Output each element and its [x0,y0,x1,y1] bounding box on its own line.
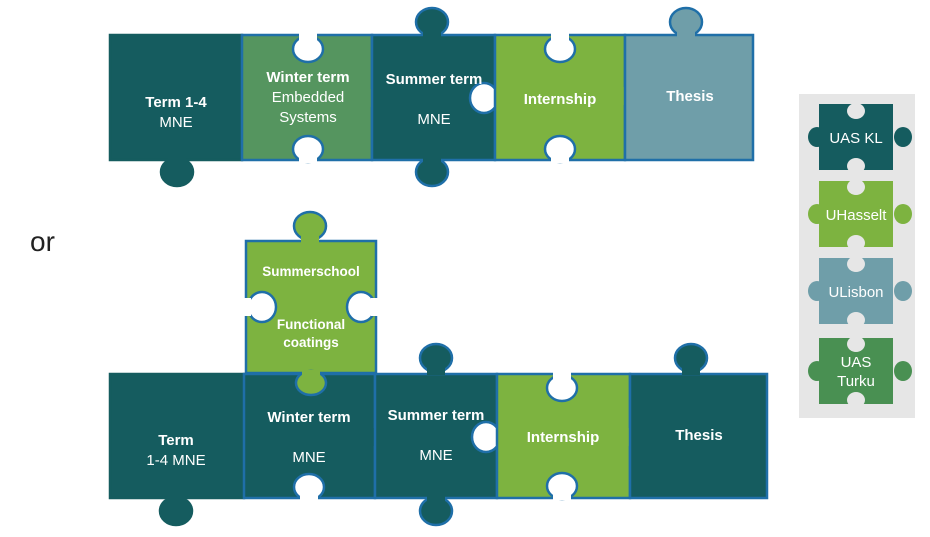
legend-uas-turku-label: UAS [841,354,872,371]
thesis-title: Thesis [666,88,714,105]
summerschool-title: Summerschool [262,264,360,279]
or-label: or [30,226,55,257]
winter-term-row2-line: MNE [292,449,325,466]
summer-term-row2-title: Summer term [388,407,485,424]
legend-uas-kl-label: UAS KL [829,130,882,147]
summerschool-subtitle-line: Functional [277,317,345,332]
summerschool-subtitle-line: coatings [283,335,339,350]
piece-internship-1: Internship [493,33,650,164]
summer-term-row2-line: MNE [419,447,452,464]
legend-uas-kl: UAS KL [808,103,912,174]
piece-term-1-4-row2: Term 1-4 MNE [108,372,248,527]
summer-term-line: MNE [417,111,450,128]
term-row2-line: 1-4 MNE [146,452,205,469]
summer-term-title: Summer term [386,71,483,88]
piece-thesis-1: Thesis [623,6,755,162]
term-1-4-title: Term 1-4 [145,94,207,111]
piece-thesis-2: Thesis [628,342,769,500]
winter-term-row2-title: Winter term [267,409,350,426]
winter-term-line: Embedded [272,89,345,106]
thesis-row2-title: Thesis [675,427,723,444]
legend-uhasselt: UHasselt [808,179,912,251]
internship-title: Internship [524,91,597,108]
legend-uas-turku-label: Turku [837,373,875,390]
term-row2-title: Term [158,432,194,449]
legend-ulisbon-label: ULisbon [828,284,883,301]
term-1-4-line: MNE [159,114,192,131]
winter-term-line: Systems [279,109,337,126]
winter-term-title: Winter term [266,69,349,86]
legend-ulisbon: ULisbon [808,256,912,328]
internship-row2-title: Internship [527,429,600,446]
legend-uhasselt-label: UHasselt [826,207,888,224]
legend-uas-turku: UAS Turku [808,336,912,408]
